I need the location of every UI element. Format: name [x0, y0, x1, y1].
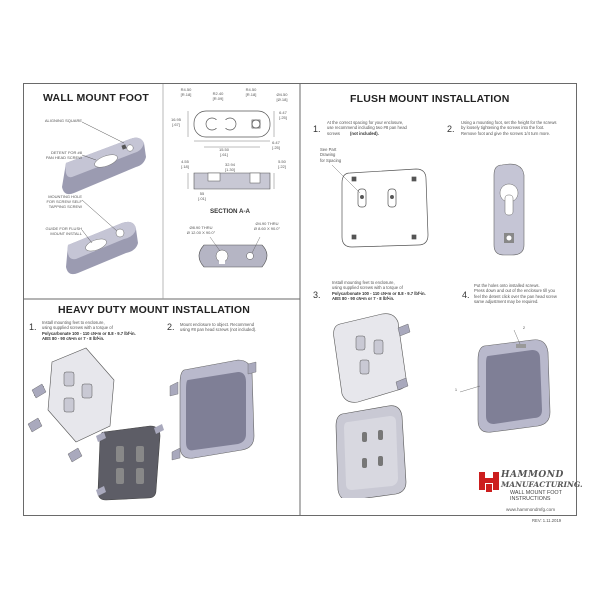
part-number-2: 2 [522, 325, 526, 330]
callout-detent: DETENT FOR #8 PAN HEAD SCREW [45, 150, 82, 160]
foot-illustrations [62, 121, 146, 275]
heavy-duty-illustrations [27, 347, 257, 501]
dim-d490: Ø4.90 THRU Ø 8.60 X 90.0° [253, 221, 281, 231]
flush-step4-text: Put the holes onto installed screws. Pre… [474, 283, 557, 305]
heavy-duty-step1-torque: Polycarbonate 100 - 110 cN•m or 8.8 - 9.… [42, 331, 136, 342]
dim-d3294: 32.94 [1.30] [224, 162, 235, 172]
dim-d55: 55 [.01] [198, 191, 206, 201]
dim-d450: Ø4.50 [Ø.18] [276, 92, 288, 102]
heavy-duty-enclosure-mounted [169, 359, 257, 461]
brand-line2: MANUFACTURING. [501, 480, 583, 489]
drawing-section-view [187, 172, 275, 190]
dim-d550: 5.50 [.22] [278, 159, 286, 169]
doc-title: WALL MOUNT FOOT INSTRUCTIONS [510, 490, 562, 503]
callout-spacing: See Part Drawing for Spacing [320, 147, 342, 163]
flush-light-enclosure [333, 313, 411, 403]
section-label: SECTION A-A [210, 208, 250, 215]
dim-r450-right: R4.50 [R.18] [245, 87, 257, 97]
flush-step1-bold: (not included). [350, 131, 379, 136]
dim-d647-top: 6.47 [.25] [279, 110, 287, 120]
callout-guide: GUIDE FOR FLUSH MOUNT INSTALL [45, 226, 82, 236]
flush-step2-text: Using a mounting foot, set the height fo… [461, 120, 557, 136]
drawing-bottom-view [198, 236, 268, 268]
flush-mount-title: FLUSH MOUNT INSTALLATION [350, 93, 510, 105]
dim-d1695: 16.95 [.67] [170, 117, 181, 127]
drawing-top-view [187, 110, 275, 148]
flush-step4-number: 4. [462, 290, 470, 300]
dim-d647-bottom: 6.47 [.25] [272, 140, 280, 150]
revision-label: REV: 1.11.2019 [532, 518, 562, 523]
part-number-1: 1 [454, 387, 458, 392]
website-link[interactable]: www.hammondmfg.com [506, 507, 556, 512]
flush-step3-text: Install mounting feet to enclosure, usin… [332, 280, 403, 291]
dim-r240: R2.40 [R.09] [212, 91, 224, 101]
flush-base-outline [331, 164, 429, 248]
hammond-logo-icon [479, 472, 499, 492]
dim-r450-left: R4.50 [R.18] [180, 87, 192, 97]
heavy-duty-step1-text: Install mounting feet to enclosure, usin… [42, 320, 113, 331]
flush-wall-plate [335, 405, 407, 498]
dim-d890: Ø8.90 THRU Ø 12.00 X 90.0° [186, 225, 216, 235]
flush-step12-illustrations [331, 163, 525, 256]
dim-d455: 4.55 [.18] [181, 159, 189, 169]
flush-step1-number: 1. [313, 124, 321, 134]
dim-d1550: 15.50 [.61] [218, 147, 229, 157]
heavy-duty-step2-text: Mount enclosure to object. Recommend usi… [180, 322, 257, 333]
technical-drawing [187, 110, 275, 268]
flush-step2-number: 2. [447, 124, 455, 134]
flush-step34-illustrations [333, 313, 551, 498]
flush-enclosure-mounted [459, 329, 551, 433]
outer-border [23, 83, 577, 516]
flush-step1-text: At the correct spacing for your enclosur… [327, 120, 407, 136]
foot-illustration-top [62, 137, 146, 195]
foot-illustration-bottom [66, 221, 138, 275]
brand-line1: HAMMOND [501, 470, 564, 480]
callout-mounting-hole: MOUNTING HOLE FOR SCREW SELF TAPPING SCR… [46, 194, 82, 209]
wall-mount-foot-title: WALL MOUNT FOOT [43, 92, 150, 104]
heavy-duty-title: HEAVY DUTY MOUNT INSTALLATION [58, 304, 251, 316]
dark-enclosure-assembled [96, 424, 164, 501]
flush-step3-torque: Polycarbonate 100 - 110 cN•m or 8.8 - 9.… [332, 291, 426, 302]
callout-aligning-square: ALIGNING SQUARE [44, 118, 82, 123]
flush-foot-upright [493, 163, 525, 256]
heavy-duty-step1-number: 1. [29, 322, 37, 332]
heavy-duty-step2-number: 2. [167, 322, 175, 332]
light-enclosure-exploded [27, 347, 115, 463]
flush-step3-number: 3. [313, 290, 321, 300]
